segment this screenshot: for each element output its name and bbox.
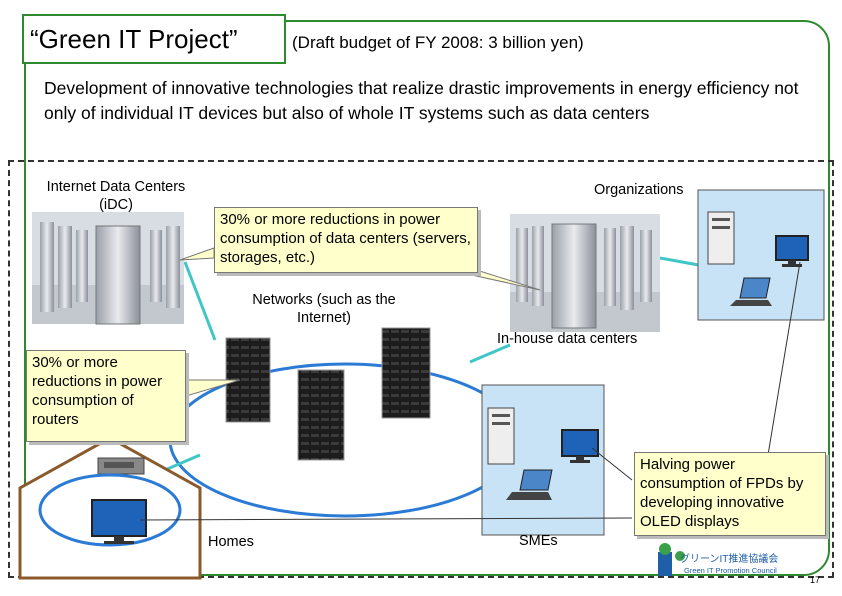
inhouse-label: In-house data centers (497, 331, 638, 347)
diagram-frame (8, 160, 834, 578)
slide-title: “Green IT Project” (30, 24, 238, 54)
idc-label: Internet Data Centers (iDC) (46, 179, 186, 213)
slide-subtitle: (Draft budget of FY 2008: 3 billion yen) (292, 33, 584, 52)
routers-callout-pointer (185, 379, 241, 397)
datacenter-reduction-callout: 30% or more reductions in power consumpt… (214, 207, 478, 273)
link-idc (183, 261, 217, 341)
networks-label: Networks (such as the Internet) (252, 292, 396, 326)
link-home (164, 453, 201, 472)
homes-label: Homes (208, 534, 254, 550)
council-logo-en: Green IT Promotion Council (684, 566, 777, 575)
idc-photo (32, 212, 184, 325)
page-number: 17 (810, 575, 821, 585)
inhouse-photo (510, 214, 660, 332)
intro-text: Development of innovative technologies t… (44, 78, 799, 123)
fpd-pointer-sme (591, 447, 633, 481)
fpd-pointer-org (767, 261, 801, 456)
council-logo-jp: グリーンIT推進協議会 (680, 554, 779, 565)
smes-label: SMEs (519, 533, 558, 549)
council-logo-icon (658, 543, 685, 576)
network-ring (168, 362, 522, 518)
title-box (22, 14, 286, 64)
link-inhouse (469, 343, 511, 364)
fpd-reduction-callout: Halving power consumption of FPDs by dev… (634, 452, 826, 536)
router-reduction-callout: 30% or more reductions in power consumpt… (26, 350, 186, 442)
router-2 (297, 369, 345, 461)
smes-box (481, 384, 605, 536)
organizations-label: Organizations (594, 182, 684, 198)
fpd-pointer-home (139, 517, 633, 521)
slide-frame (24, 20, 830, 576)
router-3 (381, 327, 431, 419)
datacenter-callout-pointer-left (179, 247, 215, 261)
organizations-box (697, 189, 825, 321)
home-house (18, 436, 202, 580)
